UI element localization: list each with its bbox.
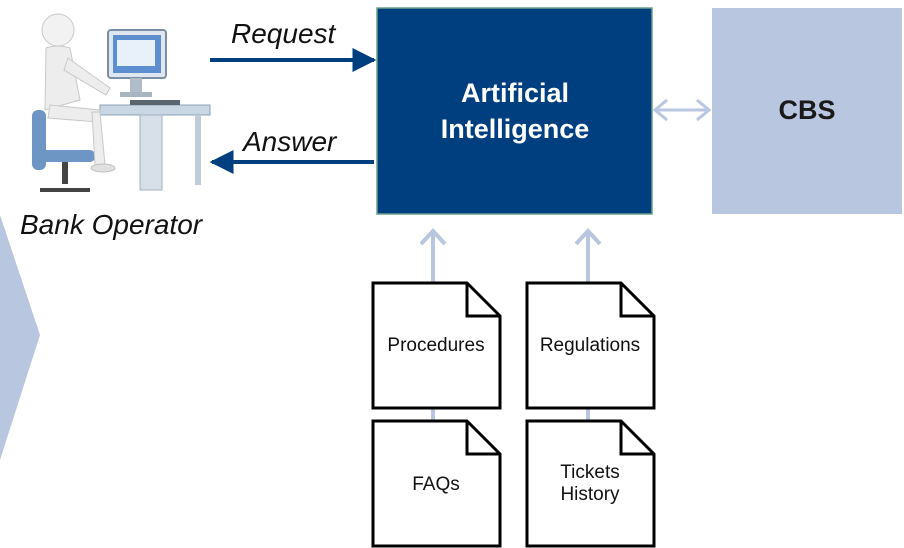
ai-title-line1: Artificial (460, 78, 570, 108)
document-faqs (371, 419, 502, 548)
doc-label-line2: History (560, 484, 620, 505)
doc-label-line1: Tickets (560, 462, 620, 483)
doc-label-procedures: Procedures (371, 335, 501, 357)
bidirectional-arrow (652, 98, 712, 122)
document-tickets-history (525, 419, 656, 548)
ai-title: Artificial Intelligence (378, 75, 652, 147)
doc-label-line1: Procedures (387, 335, 485, 356)
ai-title-line2: Intelligence (440, 114, 590, 144)
bank-operator-label: Bank Operator (20, 209, 203, 240)
request-label: Request (231, 18, 336, 49)
answer-label: Answer (243, 126, 337, 157)
document-regulations (525, 281, 656, 410)
document-procedures (371, 281, 502, 410)
doc-label-regulations: Regulations (525, 335, 655, 357)
doc-label-line1: Regulations (539, 335, 641, 356)
doc-label-tickets-history: Tickets History (525, 462, 655, 506)
doc-label-line1: FAQs (412, 474, 460, 495)
cbs-title: CBS (778, 95, 836, 125)
person-at-computer-icon (32, 13, 211, 192)
cbs-box (712, 8, 902, 214)
left-chevron-shape (0, 215, 40, 460)
doc-label-faqs: FAQs (371, 474, 501, 496)
ai-box (376, 7, 653, 215)
